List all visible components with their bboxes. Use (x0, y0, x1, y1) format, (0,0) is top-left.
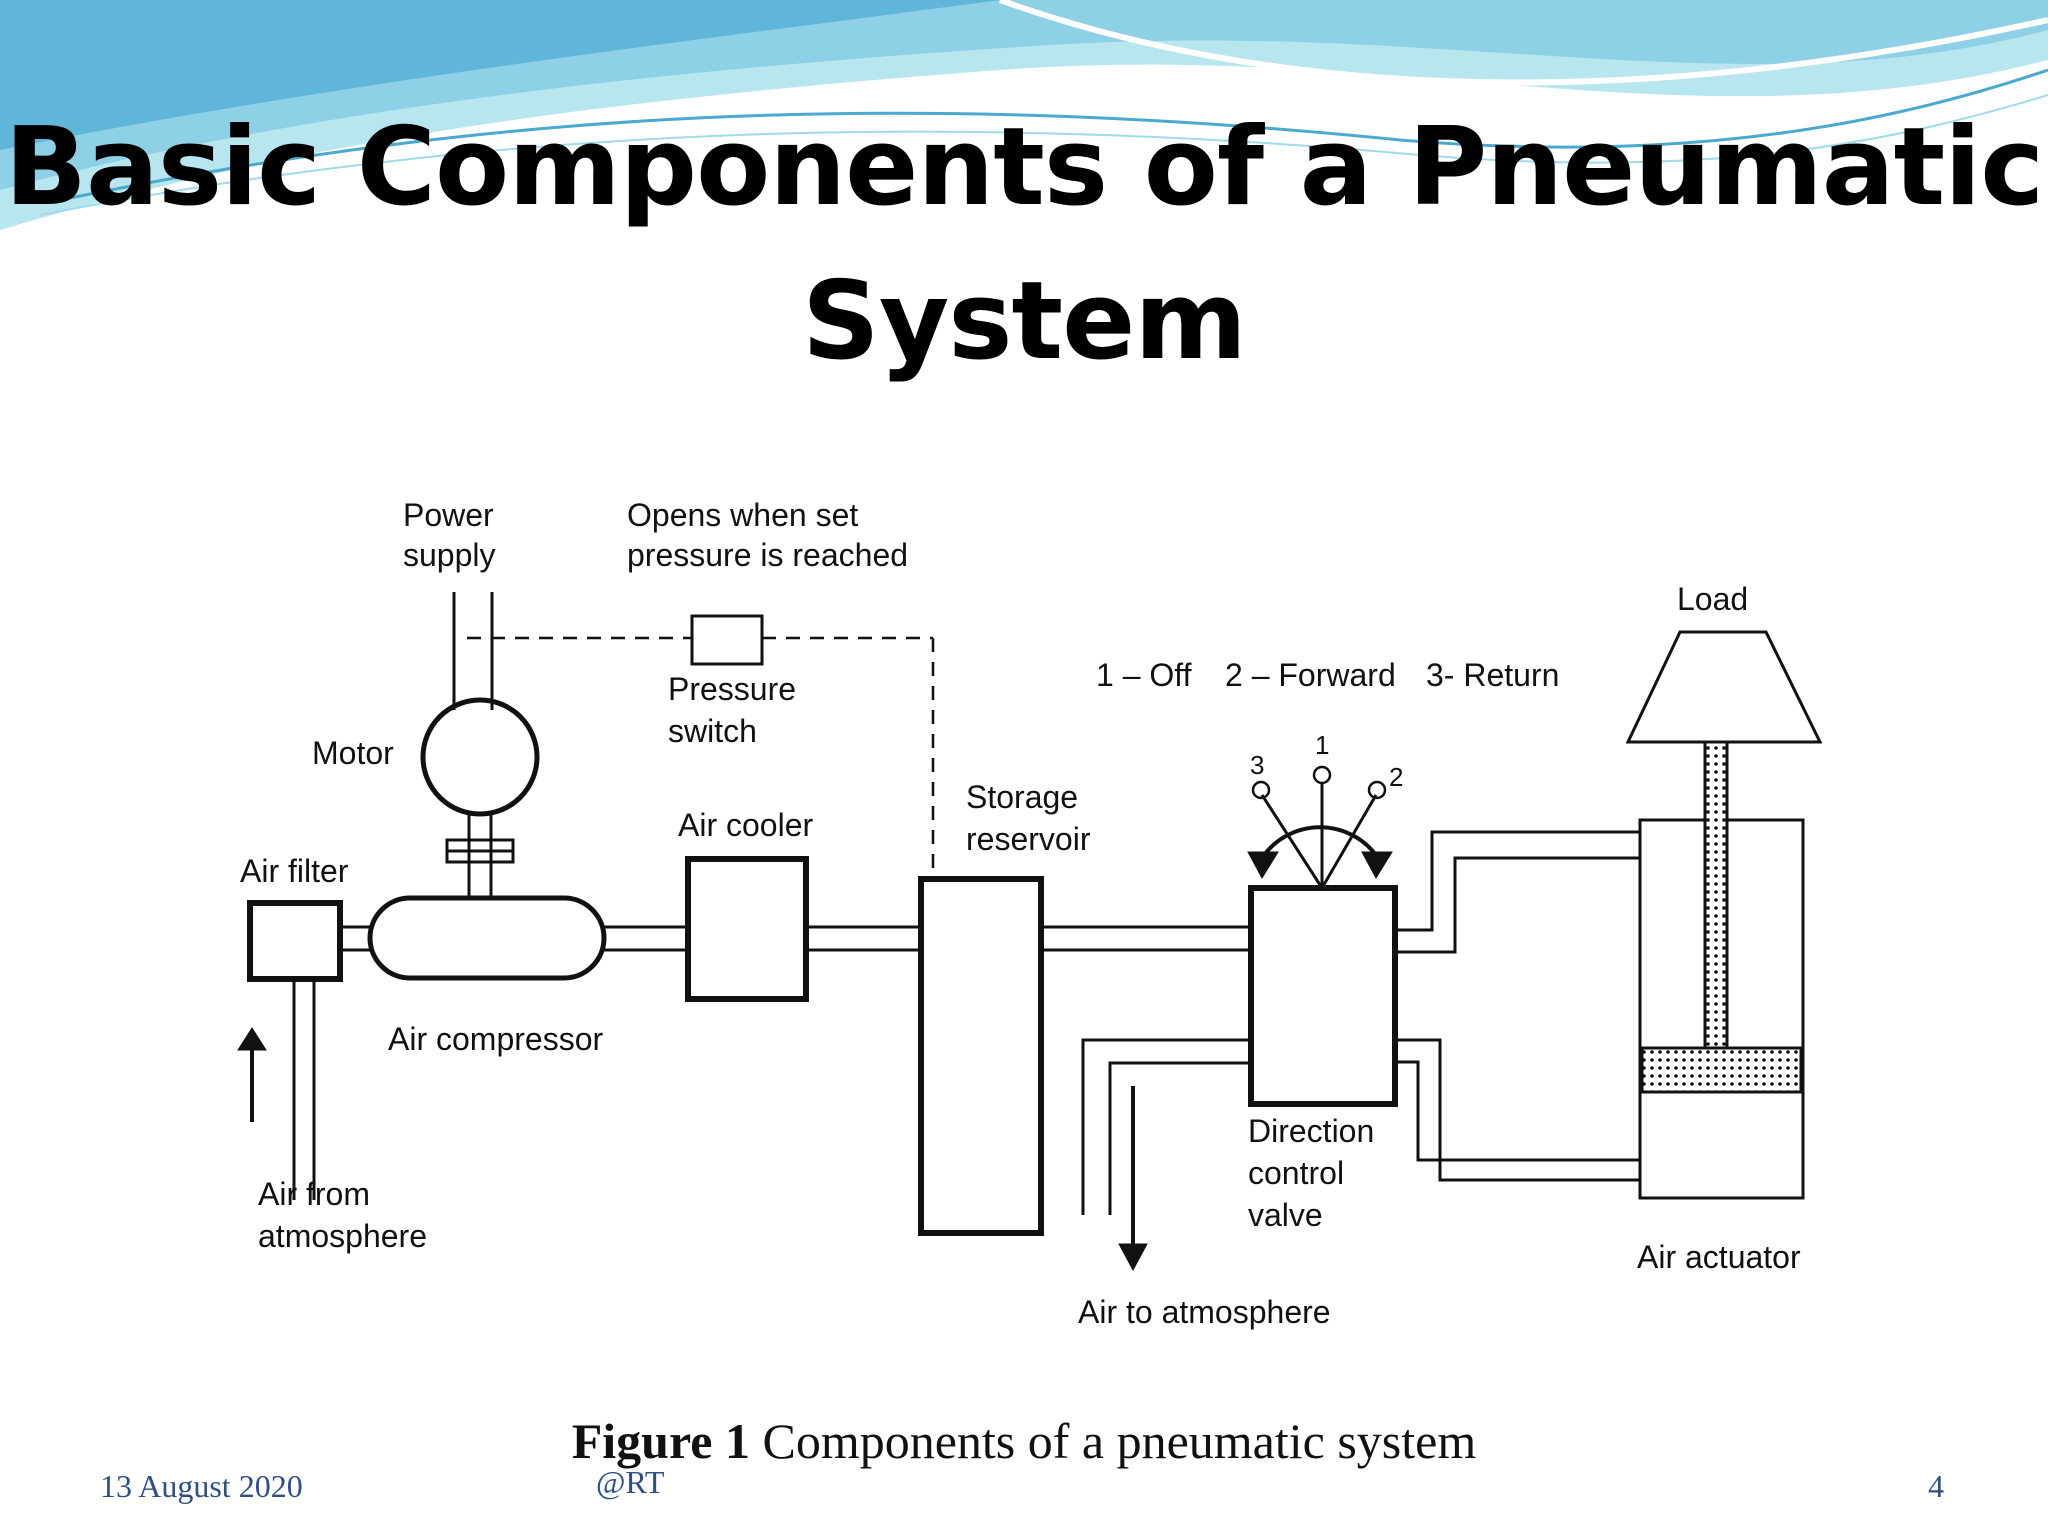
footer-author: @RT (596, 1464, 665, 1500)
air-cooler (685, 856, 809, 1002)
label-air-to-atmosphere: Air to atmosphere (1078, 1294, 1331, 1330)
label-valve-mode-forward: 2 – Forward (1225, 657, 1396, 693)
label-air-from-atmosphere-2: atmosphere (258, 1218, 427, 1254)
label-pressure-note-2: pressure is reached (627, 537, 908, 573)
label-valve-mode-return: 3- Return (1426, 657, 1559, 693)
label-valve-position-2: 2 (1389, 762, 1403, 792)
air-filter (247, 900, 343, 982)
intake-pipe (292, 980, 316, 1200)
label-pressure-switch-1: Pressure (668, 671, 796, 707)
label-air-actuator: Air actuator (1637, 1239, 1801, 1275)
label-power-supply-1: Power (403, 497, 494, 533)
actuator-piston (1640, 1046, 1803, 1094)
label-direction-control-valve-3: valve (1248, 1197, 1323, 1233)
cooler-reservoir-pipe (806, 925, 921, 952)
motor (420, 697, 540, 817)
air-compressor (367, 895, 607, 981)
label-air-from-atmosphere-1: Air from (258, 1176, 370, 1212)
filter-compressor-pipe (340, 925, 370, 952)
valve-arrow-left (1247, 851, 1279, 880)
valve-arrow-right (1361, 851, 1393, 880)
pressure-switch (690, 614, 764, 666)
motor-coupling (445, 814, 515, 898)
exhaust-arrow (1118, 1086, 1148, 1272)
compressor-cooler-pipe (604, 925, 688, 952)
header-wave (0, 0, 2048, 230)
valve-actuator-upper-line (1395, 830, 1640, 954)
power-supply-wires (452, 592, 494, 710)
label-valve-mode-off: 1 – Off (1096, 657, 1192, 693)
figure-caption: Figure 1 Components of a pneumatic syste… (0, 1412, 2048, 1470)
footer-date: 13 August 2020 (100, 1468, 303, 1504)
valve-handle (1251, 765, 1387, 889)
label-storage-reservoir-1: Storage (966, 779, 1078, 815)
exhaust-pipe (1081, 1038, 1251, 1215)
direction-control-valve (1248, 885, 1398, 1107)
slide-title-line-1: Basic Components of a Pneumatic (4, 105, 2045, 230)
actuator-rod (1703, 740, 1729, 1050)
label-air-compressor: Air compressor (388, 1021, 604, 1057)
label-air-cooler: Air cooler (678, 807, 814, 843)
storage-reservoir (918, 876, 1044, 1236)
label-direction-control-valve-2: control (1248, 1155, 1344, 1191)
page-number: 4 (1928, 1468, 1944, 1504)
label-valve-position-1: 1 (1315, 730, 1329, 760)
label-air-filter: Air filter (240, 853, 349, 889)
label-load: Load (1677, 581, 1748, 617)
pressure-switch-dashed-line (467, 636, 935, 875)
label-power-supply-2: supply (403, 537, 496, 573)
label-pressure-switch-2: switch (668, 713, 757, 749)
load (1625, 630, 1823, 744)
label-direction-control-valve-1: Direction (1248, 1113, 1374, 1149)
reservoir-valve-pipe (1041, 925, 1251, 952)
label-motor: Motor (312, 735, 394, 771)
label-valve-position-3: 3 (1250, 750, 1264, 780)
slide-title-line-2: System (802, 259, 1247, 384)
figure-caption-text: Components of a pneumatic system (749, 1413, 1477, 1469)
figure-caption-number: Figure 1 (571, 1413, 750, 1469)
label-storage-reservoir-2: reservoir (966, 821, 1091, 857)
valve-actuator-lower-line (1395, 1038, 1640, 1182)
label-pressure-note-1: Opens when set (627, 497, 858, 533)
intake-arrow (237, 1027, 267, 1122)
